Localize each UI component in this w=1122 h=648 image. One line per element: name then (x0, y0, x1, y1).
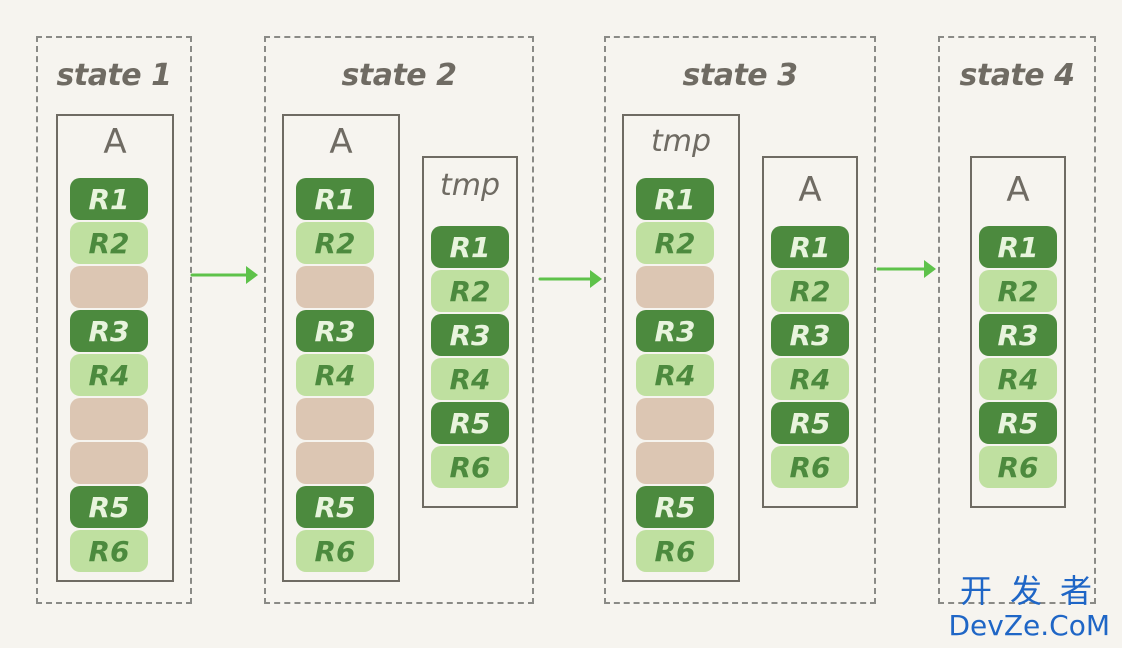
row-r1: R1 (70, 178, 148, 220)
row-empty (636, 398, 714, 440)
row-r3: R3 (70, 310, 148, 352)
stage-1: state 1 A R1 R2 R3 R4 R5 R6 (36, 36, 192, 604)
row-empty (636, 266, 714, 308)
row-r4: R4 (771, 358, 849, 400)
table-tmp-state2: tmp R1 R2 R3 R4 R5 R6 (422, 156, 518, 508)
row-r1: R1 (296, 178, 374, 220)
row-r4: R4 (296, 354, 374, 396)
row-r2: R2 (70, 222, 148, 264)
row-r1: R1 (979, 226, 1057, 268)
row-r5: R5 (296, 486, 374, 528)
row-empty (636, 442, 714, 484)
row-r3: R3 (771, 314, 849, 356)
watermark-en: DevZe.CoM (948, 609, 1110, 642)
row-r6: R6 (70, 530, 148, 572)
stage-1-title: state 1 (56, 58, 172, 93)
row-r2: R2 (431, 270, 509, 312)
row-r5: R5 (636, 486, 714, 528)
row-r2: R2 (296, 222, 374, 264)
row-r5: R5 (431, 402, 509, 444)
row-r5: R5 (979, 402, 1057, 444)
row-r6: R6 (636, 530, 714, 572)
stage-4-title: state 4 (959, 58, 1075, 93)
row-r6: R6 (296, 530, 374, 572)
watermark-cn: 开发者 (959, 572, 1110, 610)
row-r3: R3 (431, 314, 509, 356)
row-r2: R2 (979, 270, 1057, 312)
row-empty (70, 398, 148, 440)
table-tmp-state3: tmp R1 R2 R3 R4 R5 R6 (622, 114, 740, 582)
row-r6: R6 (979, 446, 1057, 488)
row-empty (70, 266, 148, 308)
row-r6: R6 (431, 446, 509, 488)
stage-4: state 4 A R1 R2 R3 R4 R5 R6 (938, 36, 1096, 604)
arrow-right-icon (538, 270, 602, 288)
table-a-state3: A R1 R2 R3 R4 R5 R6 (762, 156, 858, 508)
table-a-state1: A R1 R2 R3 R4 R5 R6 (56, 114, 174, 582)
table-a-label: A (329, 122, 353, 162)
table-tmp-label: tmp (439, 168, 501, 203)
row-r5: R5 (771, 402, 849, 444)
row-r4: R4 (70, 354, 148, 396)
stage-2-title: state 2 (341, 58, 457, 93)
stage-2: state 2 A R1 R2 R3 R4 R5 R6 tmp R1 R2 R3… (264, 36, 534, 604)
row-empty (296, 266, 374, 308)
arrow-right-icon (190, 266, 258, 284)
row-r6: R6 (771, 446, 849, 488)
table-a-label: A (103, 122, 127, 162)
table-a-state4: A R1 R2 R3 R4 R5 R6 (970, 156, 1066, 508)
row-r4: R4 (636, 354, 714, 396)
row-r4: R4 (979, 358, 1057, 400)
table-a-label: A (1006, 170, 1030, 210)
row-r1: R1 (431, 226, 509, 268)
row-r1: R1 (636, 178, 714, 220)
row-empty (70, 442, 148, 484)
row-empty (296, 442, 374, 484)
row-r3: R3 (636, 310, 714, 352)
table-a-state2: A R1 R2 R3 R4 R5 R6 (282, 114, 400, 582)
row-empty (296, 398, 374, 440)
table-a-label: A (798, 170, 822, 210)
row-r2: R2 (771, 270, 849, 312)
row-r5: R5 (70, 486, 148, 528)
row-r4: R4 (431, 358, 509, 400)
stage-3: state 3 tmp R1 R2 R3 R4 R5 R6 A R1 R2 R3… (604, 36, 876, 604)
stage-3-title: state 3 (682, 58, 798, 93)
row-r3: R3 (979, 314, 1057, 356)
row-r3: R3 (296, 310, 374, 352)
table-tmp-label: tmp (650, 124, 712, 159)
row-r1: R1 (771, 226, 849, 268)
arrow-right-icon (876, 260, 936, 278)
row-r2: R2 (636, 222, 714, 264)
